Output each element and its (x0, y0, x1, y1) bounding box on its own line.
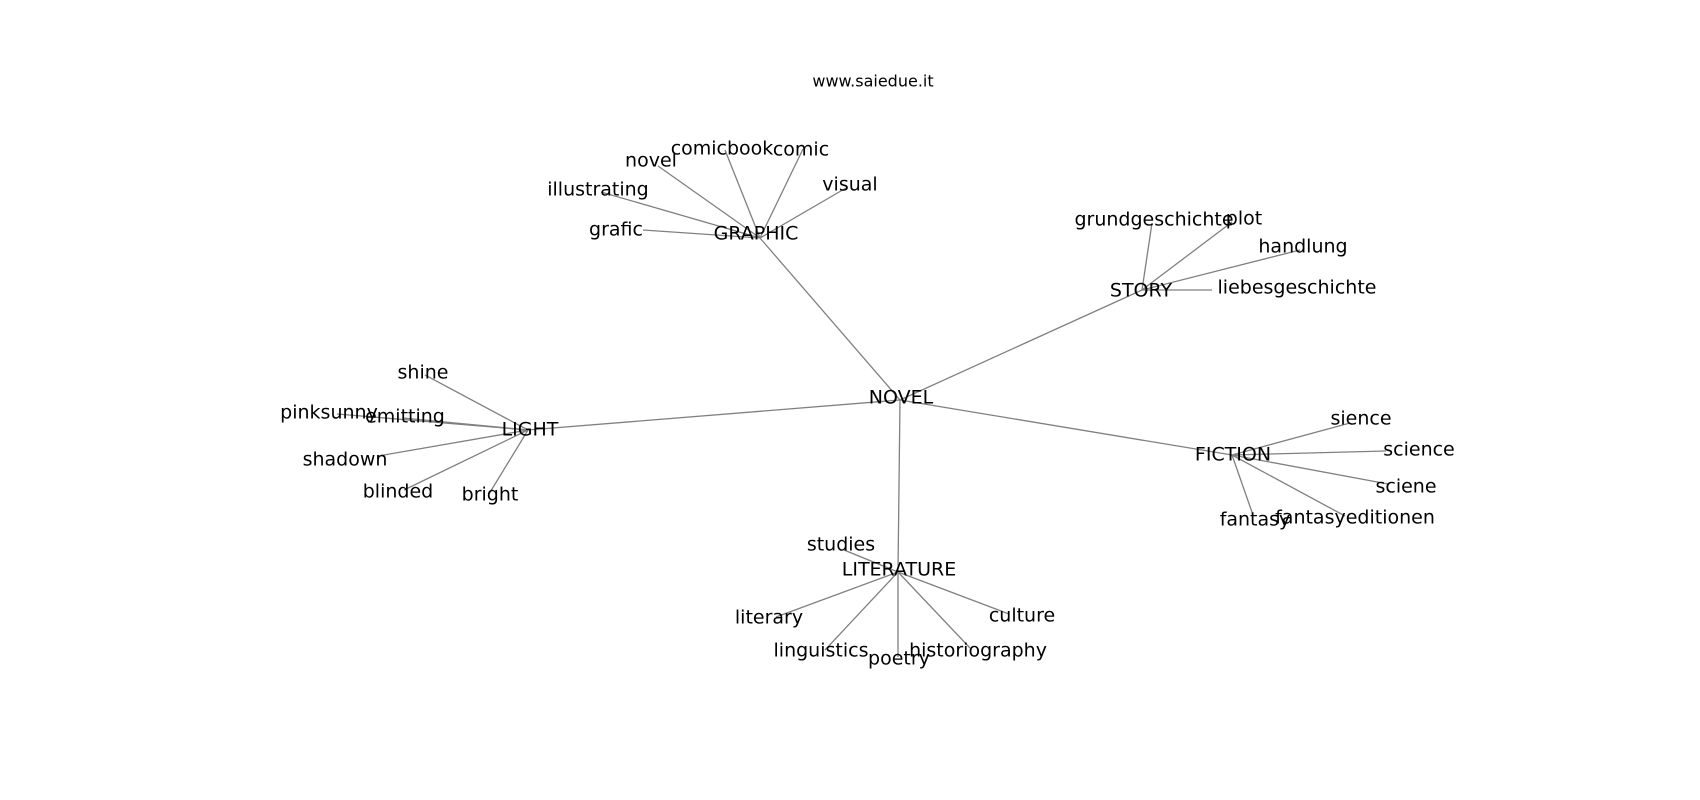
edge-literature-culture (897, 571, 1010, 615)
node-leaf-shadown: shadown (303, 449, 388, 471)
node-leaf-sience: sience (1330, 408, 1391, 430)
node-leaf-illustrating: illustrating (547, 179, 649, 201)
edge-novel-story (899, 289, 1143, 401)
edge-graphic-visual (759, 187, 847, 239)
node-leaf-bright: bright (462, 484, 519, 506)
edge-literature-literary (775, 571, 899, 618)
node-leaf-visual: visual (822, 174, 877, 196)
node-leaf-fantasyeditionen: fantasyeditionen (1275, 507, 1435, 529)
edges-layer (336, 148, 1389, 657)
node-leaf-grafic: grafic (589, 219, 643, 241)
edge-novel-graphic (759, 237, 901, 401)
edge-novel-fiction (899, 399, 1233, 456)
edge-graphic-illustrating (600, 191, 761, 239)
node-leaf-studies: studies (807, 534, 875, 556)
node-leaf-science: science (1383, 439, 1455, 461)
node-hub-story: STORY (1110, 280, 1173, 302)
site-url-label: www.saiedue.it (812, 72, 933, 91)
edge-novel-literature (897, 399, 901, 573)
edge-graphic-comic (759, 148, 804, 239)
node-leaf-novel: novel (625, 150, 677, 172)
node-leaf-shine: shine (398, 362, 449, 384)
edge-fiction-sience (1231, 422, 1351, 456)
node-leaf-literary: literary (735, 607, 803, 629)
edge-light-bright (488, 429, 529, 495)
node-leaf-poetry: poetry (868, 648, 930, 670)
node-hub-graphic: GRAPHIC (714, 223, 799, 245)
edge-story-plot (1141, 221, 1233, 291)
edge-graphic-comicbook (724, 149, 761, 239)
edge-literature-studies (843, 549, 899, 573)
edge-story-handlung (1141, 249, 1301, 291)
edge-story-grundgeschichte (1141, 222, 1153, 291)
edge-fiction-fantasyeditionen (1231, 454, 1346, 517)
edge-literature-linguistics (824, 571, 899, 651)
node-leaf-plot: plot (1226, 208, 1262, 230)
edge-light-shadown (377, 429, 529, 457)
edge-light-emitting (402, 417, 529, 431)
edge-literature-historiography (897, 571, 971, 649)
node-leaf-liebesgeschichte: liebesgeschichte (1218, 277, 1377, 299)
edge-light-shine (424, 374, 529, 431)
edge-graphic-grafic (642, 229, 761, 239)
node-leaf-linguistics: linguistics (774, 640, 869, 662)
edge-graphic-novel (657, 165, 761, 239)
node-leaf-pinksunny: pinksunny (280, 402, 378, 424)
node-leaf-comic: comic (773, 139, 829, 161)
node-leaf-blinded: blinded (363, 481, 433, 503)
edge-fiction-sciene (1231, 454, 1389, 485)
node-leaf-emitting: emitting (365, 406, 445, 428)
node-leaf-sciene: sciene (1375, 476, 1436, 498)
node-leaf-comicbook: comicbook (671, 138, 774, 160)
node-hub-literature: LITERATURE (842, 559, 956, 581)
edge-novel-light (527, 399, 901, 431)
node-leaf-culture: culture (989, 605, 1055, 627)
edge-fiction-fantasy (1231, 454, 1254, 516)
node-root: NOVEL (869, 387, 934, 409)
node-hub-light: LIGHT (502, 419, 559, 441)
edge-fiction-science (1231, 450, 1387, 456)
edge-light-blinded (403, 429, 529, 491)
node-leaf-historiography: historiography (909, 640, 1047, 662)
node-leaf-handlung: handlung (1258, 236, 1347, 258)
node-hub-fiction: FICTION (1195, 444, 1271, 466)
node-leaf-grundgeschichte: grundgeschichte (1074, 209, 1233, 231)
node-leaf-fantasy: fantasy (1220, 509, 1291, 531)
